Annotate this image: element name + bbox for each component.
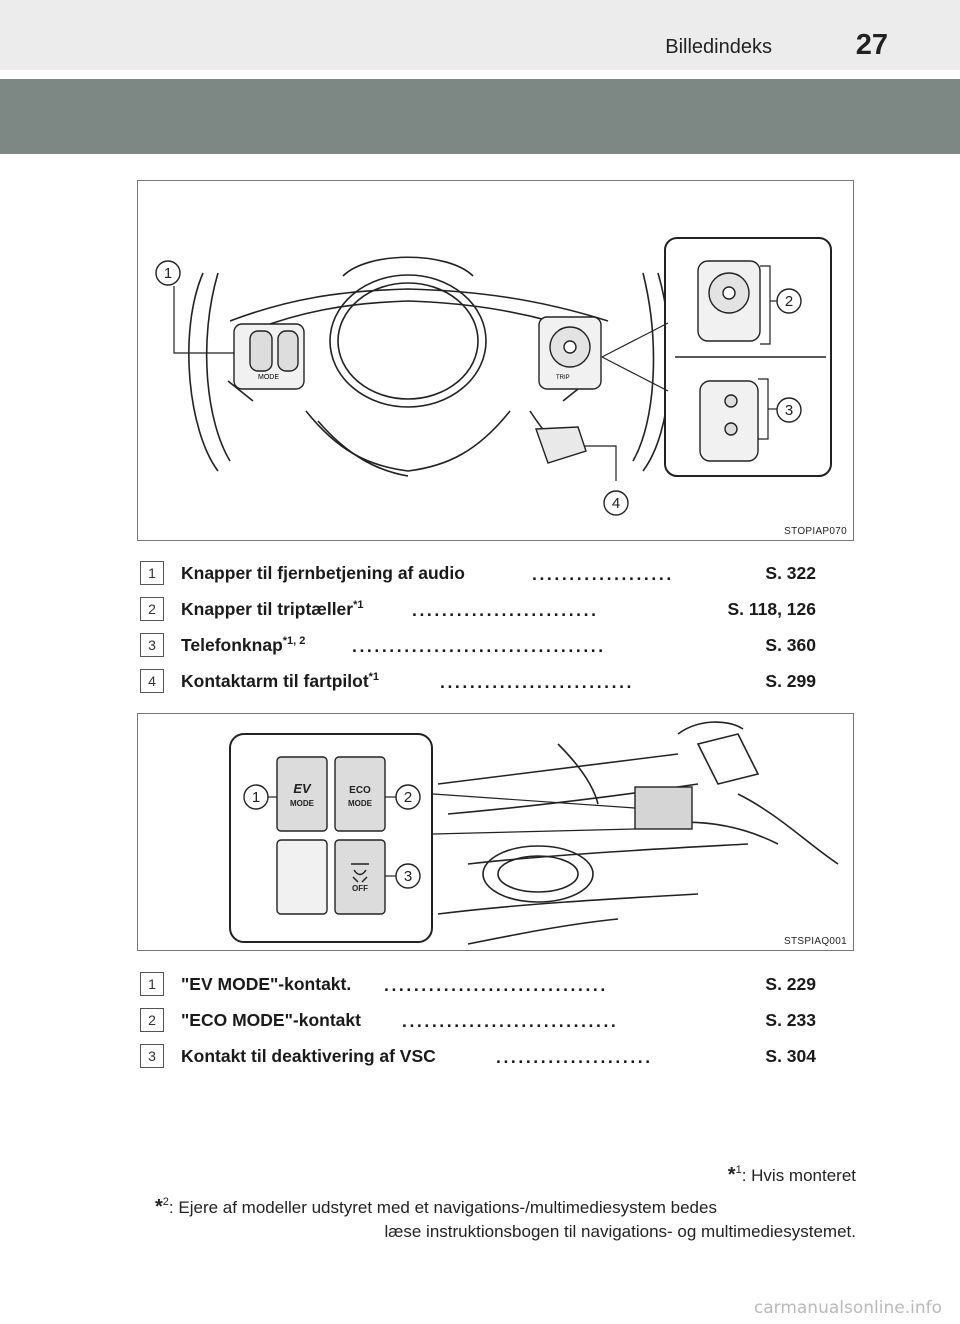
item-number: 3 [140, 1044, 164, 1068]
item-page[interactable]: S. 360 [765, 635, 816, 655]
item-label: "EV MODE"-kontakt. [181, 974, 352, 994]
footnote-1: *1: Hvis monteret [727, 1164, 856, 1186]
leader-dots: ............................. [402, 1011, 619, 1031]
eco-mode-label: MODE [348, 799, 373, 808]
console-illustration: EV MODE ECO MODE OFF 1 2 3 [229, 721, 839, 945]
ev-mode-label: MODE [290, 799, 315, 808]
item-label: Knapper til triptæller*1 [181, 599, 364, 619]
leader-dots: .......................... [440, 672, 635, 692]
item-number: 3 [140, 633, 164, 657]
figure-code: STOPIAP070 [784, 526, 847, 537]
item-label: "ECO MODE"-kontakt [181, 1010, 361, 1030]
callout-1: 1 [164, 265, 172, 282]
footnote-2: *2: Ejere af modeller udstyret med et na… [155, 1196, 856, 1241]
item-number: 2 [140, 597, 164, 621]
off-label: OFF [352, 884, 368, 893]
item-number: 2 [140, 1008, 164, 1032]
steering-controls-list: 1 Knapper til fjernbetjening af audio ..… [140, 561, 820, 705]
list-item: 4 Kontaktarm til fartpilot*1 ...........… [140, 669, 820, 705]
item-number: 4 [140, 669, 164, 693]
header-band [0, 79, 960, 154]
item-label: Kontaktarm til fartpilot*1 [181, 671, 380, 691]
item-number: 1 [140, 561, 164, 585]
list-item: 3 Telefonknap*1, 2 .....................… [140, 633, 820, 669]
leader-dots: .................................. [352, 636, 606, 656]
list-item: 3 Kontakt til deaktivering af VSC ......… [140, 1044, 820, 1080]
callout-1: 1 [252, 789, 260, 806]
list-item: 2 Knapper til triptæller*1 .............… [140, 597, 820, 633]
item-page[interactable]: S. 322 [765, 563, 816, 583]
header-strip [0, 0, 960, 70]
item-page[interactable]: S. 229 [765, 974, 816, 994]
list-item: 2 "ECO MODE"-kontakt ...................… [140, 1008, 820, 1044]
mode-label: MODE [258, 374, 279, 381]
item-page[interactable]: S. 118, 126 [727, 599, 816, 619]
leader-dots: ................... [532, 564, 674, 584]
leader-dots: .............................. [384, 975, 608, 995]
callout-3: 3 [785, 402, 793, 419]
list-item: 1 "EV MODE"-kontakt. ...................… [140, 972, 820, 1008]
section-title: Billedindeks [665, 36, 772, 58]
trip-label: TRIP [556, 375, 570, 381]
page-number: 27 [855, 29, 888, 61]
callout-2: 2 [404, 789, 412, 806]
callout-2: 2 [785, 293, 793, 310]
leader-dots: ..................... [496, 1047, 653, 1067]
console-switches-figure: EV MODE ECO MODE OFF 1 2 3 STSPIAQ001 [137, 713, 854, 951]
item-label: Knapper til fjernbetjening af audio [181, 563, 465, 583]
console-switches-list: 1 "EV MODE"-kontakt. ...................… [140, 972, 820, 1080]
item-page[interactable]: S. 304 [765, 1046, 816, 1066]
leader-dots: ......................... [412, 600, 599, 620]
vsc-icon [351, 863, 369, 883]
callout-4: 4 [612, 495, 620, 512]
list-item: 1 Knapper til fjernbetjening af audio ..… [140, 561, 820, 597]
ev-label: EV [293, 781, 312, 796]
eco-label: ECO [349, 785, 371, 796]
item-label: Kontakt til deaktivering af VSC [181, 1046, 436, 1066]
item-number: 1 [140, 972, 164, 996]
figure-code: STSPIAQ001 [783, 936, 847, 947]
item-page[interactable]: S. 299 [765, 671, 816, 691]
item-label: Telefonknap*1, 2 [181, 635, 306, 655]
watermark: carmanualsonline.info [753, 1298, 942, 1318]
steering-wheel-figure: MODE TRIP [137, 180, 854, 541]
steering-wheel-illustration: MODE TRIP [155, 237, 832, 516]
callout-3: 3 [404, 868, 412, 885]
item-page[interactable]: S. 233 [765, 1010, 816, 1030]
